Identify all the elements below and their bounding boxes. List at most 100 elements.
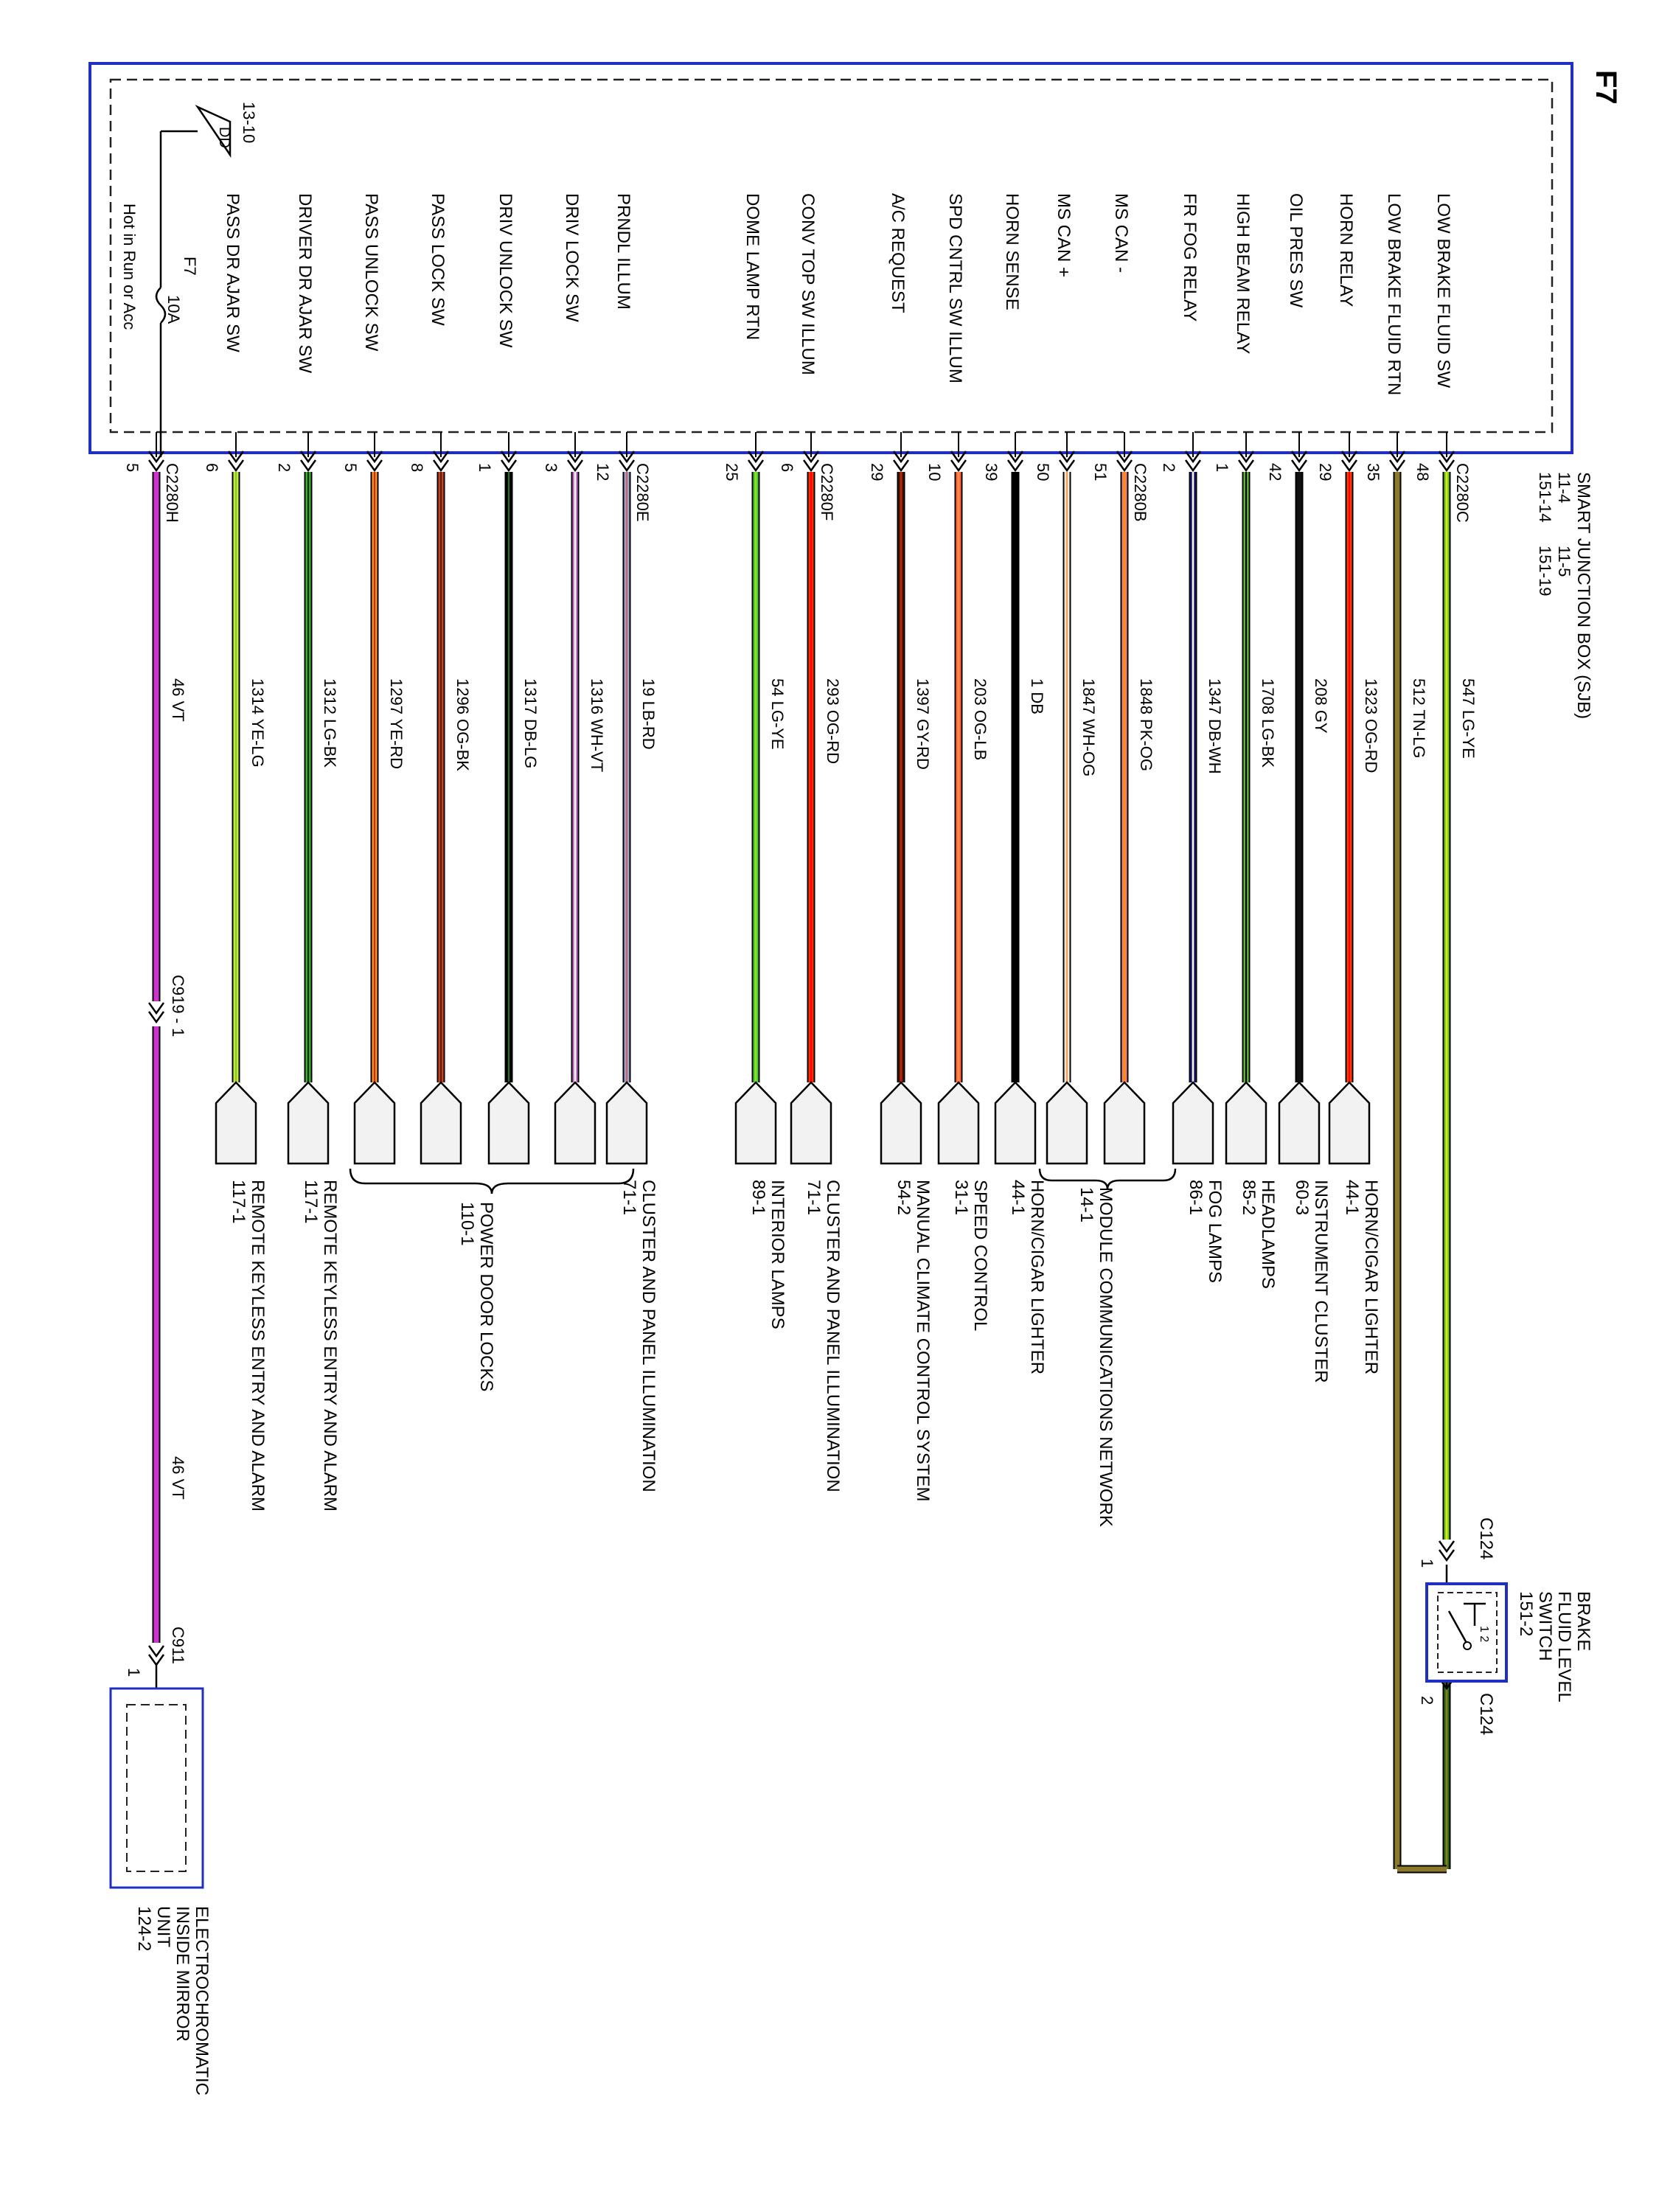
circuit-function: DRIV UNLOCK SW bbox=[495, 193, 515, 348]
circuit-label: 1397 GY-RD bbox=[914, 678, 932, 770]
circuit-pin: 1 bbox=[1213, 463, 1231, 472]
mirror-ref: 124-2 bbox=[134, 1906, 154, 1951]
circuit-function: PASS UNLOCK SW bbox=[361, 193, 381, 352]
fuse-rating: 10A bbox=[164, 295, 183, 324]
sjb-title: SMART JUNCTION BOX (SJB) bbox=[1573, 472, 1593, 719]
circuit-label: 208 GY bbox=[1312, 678, 1330, 734]
brace-doors: POWER DOOR LOCKS 110-1 bbox=[349, 1168, 635, 1391]
circuit-destination-ref: 44-1 bbox=[1008, 1180, 1028, 1215]
circuit-destination-ref: 117-1 bbox=[229, 1180, 248, 1224]
circuit-function: HORN SENSE bbox=[1002, 193, 1022, 310]
circuit-label: 1847 WH-OG bbox=[1079, 678, 1098, 776]
fuse-symbol bbox=[155, 287, 167, 324]
circuit-function: DOME LAMP RTN bbox=[742, 193, 762, 340]
circuit-connector bbox=[605, 1081, 648, 1165]
comm-dest: MODULE COMMUNICATIONS NETWORK bbox=[1096, 1187, 1116, 1527]
circuit-pin: 42 bbox=[1266, 463, 1284, 481]
brace-comm: MODULE COMMUNICATIONS NETWORK 14-1 bbox=[1038, 1168, 1177, 1527]
sjb-ground-fuse: 13-10 DD F7 10A Hot in Run or Acc bbox=[120, 102, 258, 457]
circuit-function: MS CAN - bbox=[1111, 193, 1131, 273]
circuit-destination: INSTRUMENT CLUSTER bbox=[1311, 1180, 1331, 1383]
circuit-destination-ref: 60-3 bbox=[1292, 1180, 1312, 1215]
circuit-label: 1 DB bbox=[1028, 678, 1046, 714]
circuit-label: 547 LG-YE bbox=[1459, 678, 1478, 759]
ground-tag: DD bbox=[216, 127, 232, 148]
circuit-function: HIGH BEAM RELAY bbox=[1233, 193, 1253, 354]
circuit-label: 293 OG-RD bbox=[824, 678, 842, 764]
circuit-connector bbox=[554, 1081, 597, 1165]
circuit-destination-ref: 71-1 bbox=[804, 1180, 824, 1215]
comm-ref: 14-1 bbox=[1077, 1187, 1096, 1222]
circuit-destination-ref: 86-1 bbox=[1186, 1180, 1206, 1215]
circuit-destination-ref: 85-2 bbox=[1239, 1180, 1259, 1215]
circuit-connector-id: C2280E bbox=[633, 463, 652, 522]
svg-text:1 2: 1 2 bbox=[1478, 1626, 1490, 1642]
circuit-pin: 39 bbox=[982, 463, 1001, 481]
circuit-destination: INTERIOR LAMPS bbox=[768, 1180, 787, 1329]
circuit-destination: CLUSTER AND PANEL ILLUMINATION bbox=[823, 1180, 843, 1492]
circuit-pin: 12 bbox=[594, 463, 612, 481]
circuit-destination-ref: 31-1 bbox=[951, 1180, 971, 1215]
circuit-connector bbox=[1046, 1081, 1088, 1165]
circuit-function: PASS DR AJAR SW bbox=[223, 193, 243, 352]
brake-fluid-switch: 1 2 BRAKE FLUID LEVEL SWITCH 151-2 C124 … bbox=[1418, 1517, 1593, 1735]
doors-ref: 110-1 bbox=[457, 1202, 477, 1246]
circuit-connector-id: C2280H bbox=[163, 463, 181, 523]
circuit-connector bbox=[1103, 1081, 1146, 1165]
brake-conn-bottom: C124 bbox=[1476, 1693, 1496, 1735]
brake-switch-ref: 151-2 bbox=[1516, 1591, 1536, 1636]
sjb-ref-1: 11-4 bbox=[1555, 472, 1573, 503]
circuit-connector bbox=[353, 1081, 396, 1165]
circuit-connector bbox=[734, 1081, 777, 1165]
circuit-pin: 29 bbox=[1316, 463, 1335, 481]
circuit-pin: 29 bbox=[868, 463, 886, 481]
circuit-function: MS CAN + bbox=[1054, 193, 1074, 277]
circuit-connector-id: C2280F bbox=[818, 463, 836, 521]
circuit-label: 1708 LG-BK bbox=[1259, 678, 1277, 768]
circuit-pin: 10 bbox=[925, 463, 944, 481]
brake-pin-bottom: 2 bbox=[1418, 1696, 1436, 1705]
circuit-connector bbox=[994, 1081, 1037, 1165]
mirror-name-2: INSIDE MIRROR bbox=[173, 1906, 192, 2042]
sjb-outline bbox=[88, 62, 1573, 454]
circuit-pin: 6 bbox=[778, 463, 796, 472]
ground-ref: 13-10 bbox=[240, 102, 258, 143]
circuit-pin: 1 bbox=[476, 463, 494, 472]
circuit-destination: FOG LAMPS bbox=[1205, 1180, 1225, 1283]
circuit-function: LOW BRAKE FLUID RTN bbox=[1384, 193, 1404, 395]
circuit-connector bbox=[215, 1081, 257, 1165]
circuit-label: 1848 PK-OG bbox=[1137, 678, 1155, 771]
circuit-pin: 51 bbox=[1091, 463, 1110, 481]
circuit-pin: 8 bbox=[408, 463, 426, 472]
vt-end-conn: C911 bbox=[169, 1627, 187, 1664]
circuit-label: 1347 DB-WH bbox=[1206, 678, 1224, 774]
circuit-connector-id: C2280B bbox=[1131, 463, 1150, 522]
brake-pin-top: 1 bbox=[1418, 1559, 1436, 1568]
vt-second-label: 46 VT bbox=[169, 1456, 187, 1500]
circuit-connector bbox=[420, 1081, 462, 1165]
power-note: Hot in Run or Acc bbox=[120, 204, 139, 330]
brake-conn-top: C124 bbox=[1476, 1517, 1496, 1559]
fuse-label: F7 bbox=[181, 257, 199, 276]
circuit-destination-ref: 44-1 bbox=[1342, 1180, 1362, 1215]
circuit-connector bbox=[1225, 1081, 1267, 1165]
circuit-destination-ref: 89-1 bbox=[748, 1180, 768, 1215]
circuit-6: MS CAN - 51 C2280B 1848 PK-OG bbox=[1091, 193, 1155, 1165]
circuit-connector bbox=[487, 1081, 530, 1165]
circuit-connector bbox=[287, 1081, 330, 1165]
circuit-function: DRIV LOCK SW bbox=[562, 193, 582, 322]
circuit-label: 203 OG-LB bbox=[971, 678, 990, 760]
